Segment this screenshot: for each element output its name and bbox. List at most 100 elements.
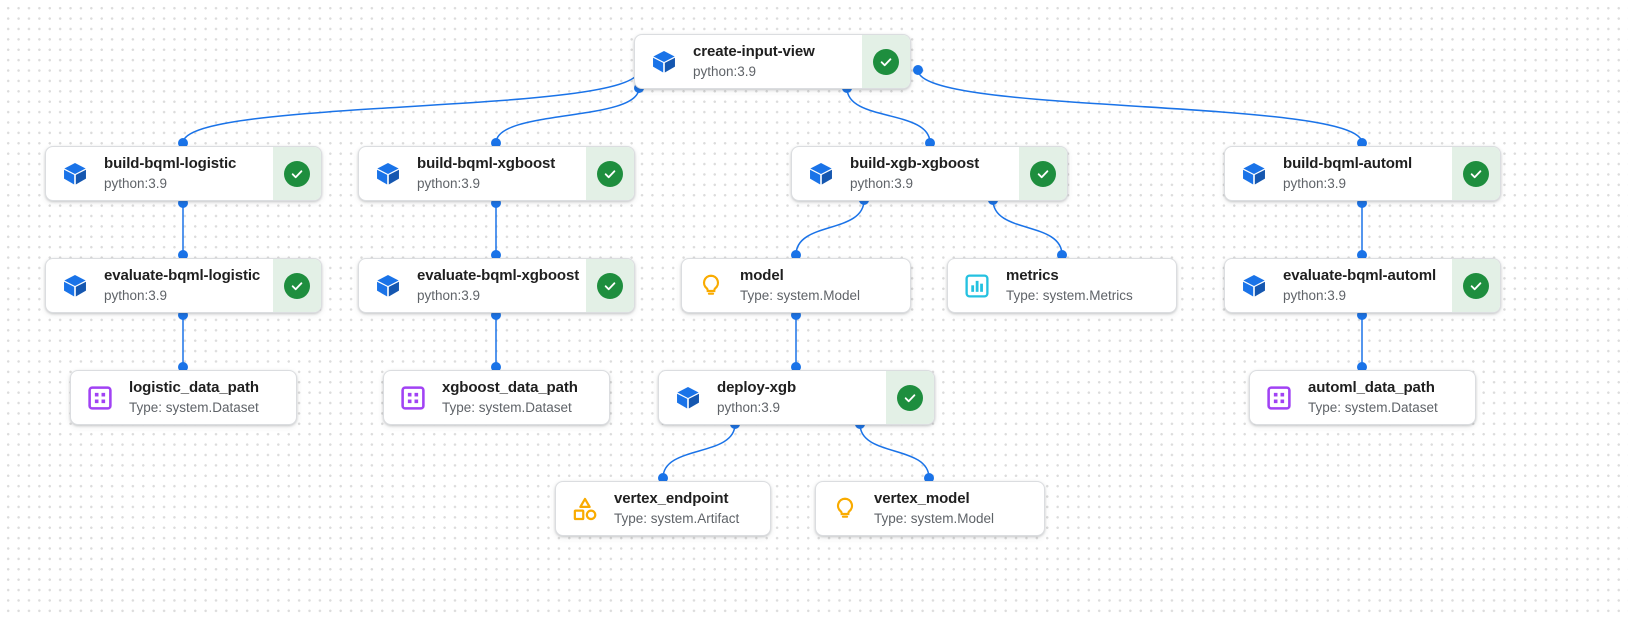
status-badge-success bbox=[886, 371, 934, 424]
node-subtitle: python:3.9 bbox=[417, 288, 481, 303]
node-title: evaluate-bqml-xgboost bbox=[417, 267, 580, 284]
node-title: vertex_endpoint bbox=[614, 490, 729, 507]
node-title: deploy-xgb bbox=[717, 379, 797, 396]
graph-node-deploy-xgb[interactable]: deploy-xgb python:3.9 bbox=[658, 370, 935, 425]
edge-create-input-view-to-build-bqml-logistic bbox=[182, 69, 640, 144]
node-title: metrics bbox=[1006, 267, 1059, 284]
edge-build-xgb-xgboost-to-metrics bbox=[992, 199, 1063, 256]
node-subtitle: python:3.9 bbox=[693, 64, 757, 79]
node-title: xgboost_data_path bbox=[442, 379, 578, 396]
graph-node-build-bqml-logistic[interactable]: build-bqml-logistic python:3.9 bbox=[45, 146, 322, 201]
check-circle-icon bbox=[873, 48, 899, 75]
status-badge-success bbox=[1452, 147, 1500, 200]
check-circle-icon bbox=[284, 272, 310, 299]
node-text: evaluate-bqml-xgboost python:3.9 bbox=[417, 267, 580, 304]
lightbulb-icon bbox=[696, 271, 726, 301]
check-circle-icon bbox=[1463, 272, 1489, 299]
edge-create-input-view-to-build-bqml-automl bbox=[917, 69, 1363, 144]
check-circle-icon bbox=[284, 160, 310, 187]
cube-icon bbox=[673, 383, 703, 413]
edge-port-source bbox=[913, 65, 923, 75]
node-subtitle: Type: system.Dataset bbox=[442, 400, 572, 415]
graph-node-evaluate-bqml-xgboost[interactable]: evaluate-bqml-xgboost python:3.9 bbox=[358, 258, 635, 313]
cube-icon bbox=[649, 47, 679, 77]
check-circle-icon bbox=[597, 160, 623, 187]
node-subtitle: python:3.9 bbox=[717, 400, 781, 415]
graph-node-evaluate-bqml-automl[interactable]: evaluate-bqml-automl python:3.9 bbox=[1224, 258, 1501, 313]
node-text: evaluate-bqml-automl python:3.9 bbox=[1283, 267, 1436, 304]
check-circle-icon bbox=[897, 384, 923, 411]
node-body: evaluate-bqml-automl python:3.9 bbox=[1225, 259, 1452, 312]
node-subtitle: Type: system.Model bbox=[874, 511, 995, 526]
edge-create-input-view-to-build-xgb-xgboost bbox=[846, 87, 931, 144]
node-title: vertex_model bbox=[874, 490, 970, 507]
status-badge-success bbox=[586, 147, 634, 200]
graph-node-evaluate-bqml-logistic[interactable]: evaluate-bqml-logistic python:3.9 bbox=[45, 258, 322, 313]
edge-deploy-xgb-to-vertex_model bbox=[859, 423, 930, 479]
node-subtitle: Type: system.Metrics bbox=[1006, 288, 1133, 303]
node-subtitle: Type: system.Dataset bbox=[1308, 400, 1438, 415]
node-title: build-xgb-xgboost bbox=[850, 155, 980, 172]
node-title: build-bqml-logistic bbox=[104, 155, 237, 172]
node-subtitle: python:3.9 bbox=[1283, 288, 1347, 303]
dataset-grid-icon bbox=[398, 383, 428, 413]
node-body: build-bqml-logistic python:3.9 bbox=[46, 147, 273, 200]
cube-icon bbox=[806, 159, 836, 189]
node-title: build-bqml-automl bbox=[1283, 155, 1413, 172]
edge-deploy-xgb-to-vertex_endpoint bbox=[662, 423, 736, 479]
shapes-icon bbox=[570, 494, 600, 524]
status-badge-success bbox=[586, 259, 634, 312]
cube-icon bbox=[60, 159, 90, 189]
edge-create-input-view-to-build-bqml-xgboost bbox=[495, 87, 640, 144]
node-subtitle: python:3.9 bbox=[104, 176, 168, 191]
node-title: model bbox=[740, 267, 784, 284]
node-body: deploy-xgb python:3.9 bbox=[659, 371, 886, 424]
node-title: build-bqml-xgboost bbox=[417, 155, 556, 172]
node-title: automl_data_path bbox=[1308, 379, 1435, 396]
node-text: build-bqml-logistic python:3.9 bbox=[104, 155, 236, 192]
cube-icon bbox=[1239, 159, 1269, 189]
status-badge-success bbox=[1452, 259, 1500, 312]
cube-icon bbox=[60, 271, 90, 301]
node-body: evaluate-bqml-xgboost python:3.9 bbox=[359, 259, 586, 312]
node-subtitle: python:3.9 bbox=[104, 288, 168, 303]
lightbulb-icon bbox=[830, 494, 860, 524]
node-title: evaluate-bqml-logistic bbox=[104, 267, 261, 284]
edge-build-xgb-xgboost-to-model bbox=[795, 199, 865, 256]
node-title: logistic_data_path bbox=[129, 379, 259, 396]
status-badge-success bbox=[1019, 147, 1067, 200]
node-title: evaluate-bqml-automl bbox=[1283, 267, 1437, 284]
check-circle-icon bbox=[1030, 160, 1056, 187]
cube-icon bbox=[373, 159, 403, 189]
status-badge-success bbox=[273, 259, 321, 312]
